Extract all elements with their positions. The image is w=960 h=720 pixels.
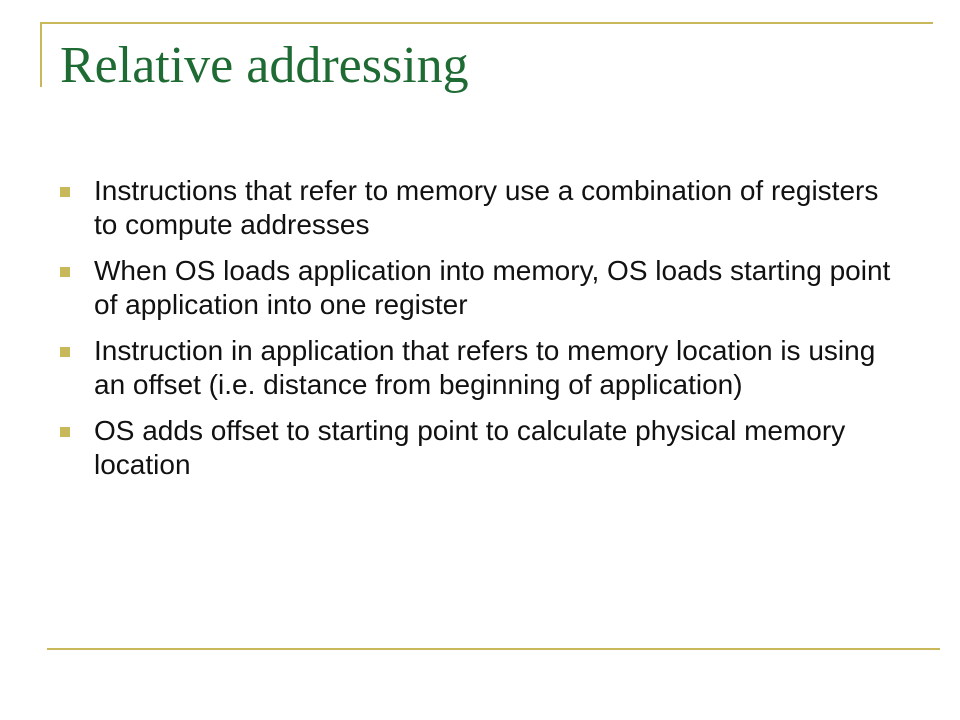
bullet-text: Instructions that refer to memory use a …	[94, 175, 879, 240]
slide-title: Relative addressing	[60, 37, 469, 94]
bullet-text: OS adds offset to starting point to calc…	[94, 415, 846, 480]
bullet-text: Instruction in application that refers t…	[94, 335, 876, 400]
bullet-item: When OS loads application into memory, O…	[60, 254, 900, 322]
top-rule	[40, 22, 933, 24]
bottom-rule	[47, 648, 940, 650]
square-bullet-icon	[60, 347, 70, 357]
left-rule	[40, 22, 42, 87]
bullet-list: Instructions that refer to memory use a …	[60, 174, 900, 494]
bullet-item: OS adds offset to starting point to calc…	[60, 414, 900, 482]
square-bullet-icon	[60, 267, 70, 277]
square-bullet-icon	[60, 427, 70, 437]
square-bullet-icon	[60, 187, 70, 197]
bullet-item: Instruction in application that refers t…	[60, 334, 900, 402]
bullet-text: When OS loads application into memory, O…	[94, 255, 891, 320]
bullet-item: Instructions that refer to memory use a …	[60, 174, 900, 242]
